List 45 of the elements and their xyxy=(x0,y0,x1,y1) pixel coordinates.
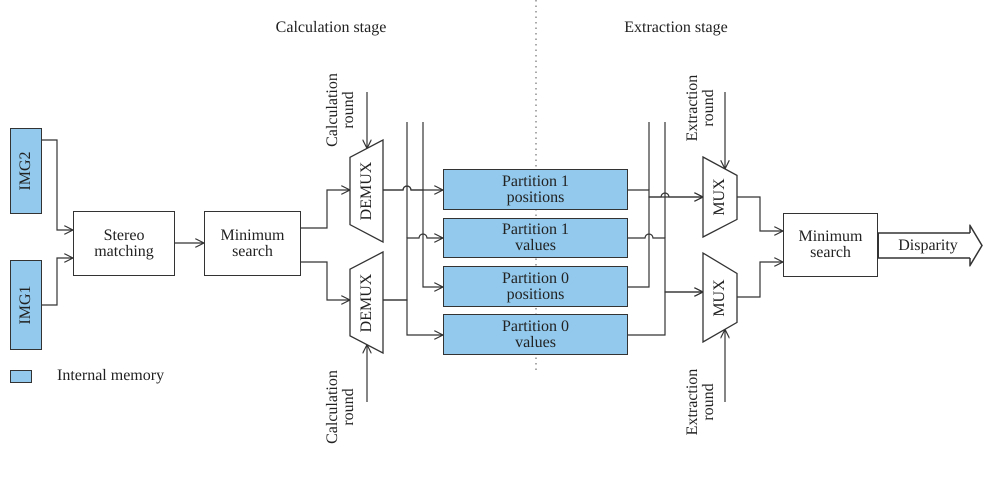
signal-label: Calculation round xyxy=(324,72,356,149)
arrow xyxy=(42,252,74,306)
node-label: MUX xyxy=(712,178,728,216)
arrow xyxy=(362,92,372,149)
arrow xyxy=(175,238,205,248)
node-label: DEMUX xyxy=(358,273,374,332)
signal-label: Extraction round xyxy=(684,368,716,438)
arrow xyxy=(628,192,704,288)
node-label: DEMUX xyxy=(358,162,374,220)
node-label: IMG2 xyxy=(18,151,34,191)
arrow xyxy=(737,196,784,236)
memory-box xyxy=(10,128,42,214)
node-label: Partition 1 values xyxy=(500,222,570,254)
node-label: Partition 0 positions xyxy=(500,270,570,302)
arrow xyxy=(301,261,351,306)
signal-label: Calculation round xyxy=(324,369,356,446)
legend-label: Internal memory xyxy=(57,367,164,385)
node-label: IMG1 xyxy=(18,285,34,325)
node-label: Minimum search xyxy=(797,229,864,261)
process-box xyxy=(783,213,878,277)
arrow xyxy=(42,139,74,236)
edge-label: Disparity xyxy=(898,236,958,254)
process-box xyxy=(73,211,175,276)
arrow xyxy=(383,299,444,340)
node-label: Stereo matching xyxy=(93,228,155,260)
process-box xyxy=(204,211,301,276)
node-label: Partition 1 positions xyxy=(500,174,570,206)
arrow xyxy=(383,185,444,292)
memory-box xyxy=(443,218,628,258)
node-label: MUX xyxy=(712,278,728,316)
signal-label: Extraction round xyxy=(684,74,716,144)
memory-box xyxy=(443,169,628,210)
node-label: Minimum search xyxy=(219,228,286,260)
memory-box xyxy=(443,314,628,355)
arrow xyxy=(720,328,730,402)
memory-box xyxy=(10,260,42,350)
arrow xyxy=(301,184,351,229)
arrow xyxy=(720,92,730,170)
arrow xyxy=(737,256,784,298)
node-label: Partition 0 values xyxy=(500,318,570,350)
stage-heading: Calculation stage xyxy=(276,19,386,37)
arrow xyxy=(362,344,372,402)
memory-box xyxy=(443,266,628,307)
arrow xyxy=(628,286,704,336)
stage-heading: Extraction stage xyxy=(624,19,728,37)
